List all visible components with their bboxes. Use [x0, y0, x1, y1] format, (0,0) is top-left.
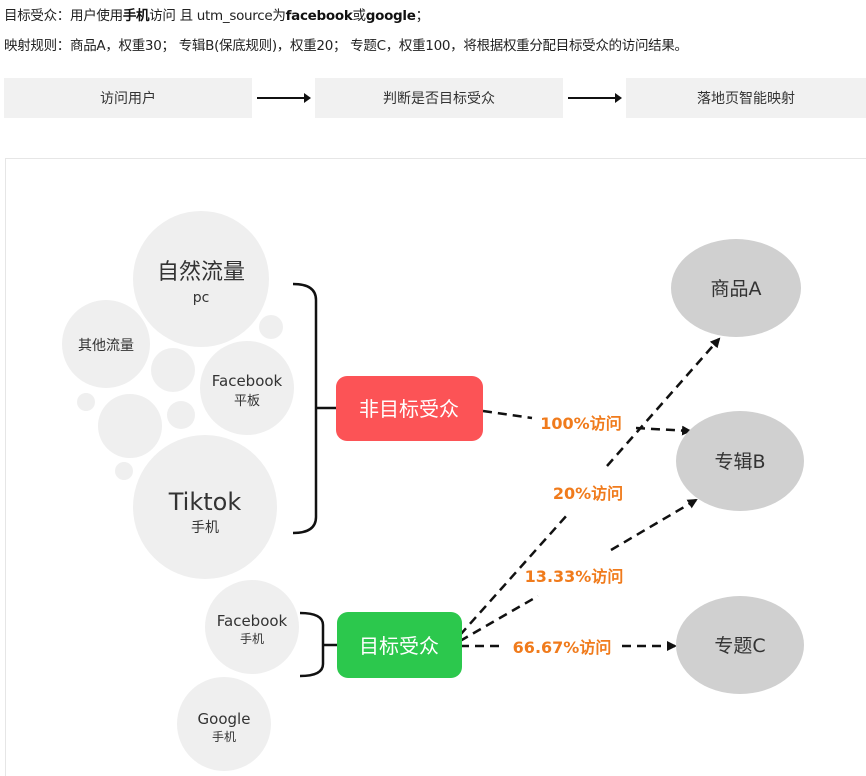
destination-topic-c-label: 专题C	[714, 635, 765, 657]
bold-facebook: facebook	[285, 8, 353, 24]
text-segment: 访问 且 utm_source为	[149, 8, 286, 24]
edge-non-target-to-b	[482, 409, 533, 420]
bold-mobile: 手机	[122, 8, 150, 24]
edge-non-target-to-b-tail	[635, 425, 692, 436]
target-audience-node	[337, 612, 462, 678]
edge-label-100-percent: 100%访问	[540, 414, 621, 433]
bubble-decor	[259, 315, 283, 339]
destination-product-a	[671, 239, 801, 337]
bracket-target	[299, 611, 325, 678]
edge-target-to-b-lower	[459, 594, 539, 643]
bubble-natural-pc	[133, 211, 269, 347]
label-tiktok-title: Tiktok	[168, 488, 242, 516]
edge-label-20-percent: 20%访问	[553, 484, 623, 503]
mapping-rule-text: 映射规则：商品A，权重30； 专辑B(保底规则)，权重20； 专题C，权重100…	[4, 38, 688, 54]
bubble-decor	[167, 401, 195, 429]
label-tiktok-sub: 手机	[191, 520, 219, 536]
bold-google: google	[365, 8, 416, 24]
label-other: 其他流量	[78, 338, 134, 354]
label-facebook-mobile-sub: 手机	[240, 632, 264, 646]
flow-step-visit-user: 访问用户	[4, 78, 252, 118]
bubble-other	[62, 300, 150, 388]
diagram-panel	[5, 158, 866, 776]
non-target-audience-node	[336, 376, 483, 441]
bubble-decor	[98, 394, 162, 458]
bubble-decor	[77, 393, 95, 411]
text-segment: 目标受众：用户使用	[4, 8, 123, 24]
bubble-facebook-mobile	[205, 580, 299, 674]
target-audience-label: 目标受众	[359, 634, 439, 658]
label-facebook-tablet-title: Facebook	[212, 372, 283, 390]
non-target-audience-label: 非目标受众	[359, 397, 459, 421]
flow-step-judge-target: 判断是否目标受众	[315, 78, 563, 118]
label-google-mobile-title: Google	[198, 710, 251, 728]
destination-album-b	[676, 411, 804, 511]
label-natural-sub: pc	[193, 290, 210, 306]
edge-target-to-b-upper	[610, 498, 698, 552]
edge-target-to-a-lower	[459, 513, 569, 636]
label-natural-title: 自然流量	[157, 260, 245, 285]
destination-product-a-label: 商品A	[711, 278, 762, 300]
label-google-mobile-sub: 手机	[212, 730, 236, 744]
bubble-tiktok	[133, 435, 277, 579]
source-bubbles	[62, 211, 299, 771]
bubble-facebook-tablet	[200, 341, 294, 435]
text-segment: ；	[415, 8, 430, 24]
bubble-decor	[115, 462, 133, 480]
label-facebook-tablet-sub: 平板	[234, 394, 260, 409]
edges	[459, 337, 721, 651]
bracket-non-target	[292, 282, 318, 535]
text-segment: 或	[352, 8, 367, 24]
destination-topic-c	[676, 596, 804, 694]
flow-arrow-icon	[568, 93, 622, 103]
edge-target-to-a-upper	[606, 337, 721, 467]
bubble-google-mobile	[177, 677, 271, 771]
flow-arrow-icon	[257, 93, 311, 103]
destination-album-b-label: 专辑B	[714, 451, 765, 473]
audience-definition-text: 目标受众：用户使用手机访问 且 utm_source为facebook或goog…	[4, 4, 429, 24]
flow-step-landing-mapping: 落地页智能映射	[626, 78, 866, 118]
label-facebook-mobile-title: Facebook	[217, 612, 288, 630]
bubble-decor	[151, 348, 195, 392]
edge-label-13-33-percent: 13.33%访问	[525, 567, 624, 586]
edge-label-66-67-percent: 66.67%访问	[513, 638, 612, 657]
